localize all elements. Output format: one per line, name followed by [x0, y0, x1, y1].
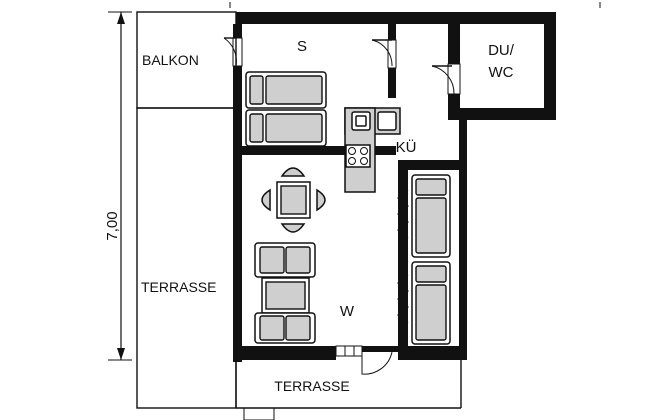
dimension-label: 7,00: [104, 211, 121, 240]
room-label-terrace-bottom: TERRASSE: [274, 378, 349, 394]
dimension-line: [108, 11, 132, 361]
walls: [233, 12, 556, 362]
doors: [223, 37, 461, 375]
room-label-living: W: [340, 303, 355, 320]
right-beds: [397, 174, 451, 345]
room-label-kitchen: KÜ: [396, 138, 417, 156]
kitchen-counter: [344, 107, 401, 193]
room-label-bathroom-1: DU/: [488, 42, 515, 59]
living-furniture: [254, 242, 316, 344]
room-label-bathroom-2: WC: [489, 64, 514, 81]
beds: [245, 71, 327, 147]
stove-icon: [345, 144, 371, 168]
room-label-bedroom: S: [297, 38, 307, 55]
room-label-terrace-left: TERRASSE: [141, 279, 216, 295]
room-label-balkon: BALKON: [142, 52, 199, 68]
terrace-frames: [136, 2, 601, 420]
dining-table: [261, 167, 326, 233]
